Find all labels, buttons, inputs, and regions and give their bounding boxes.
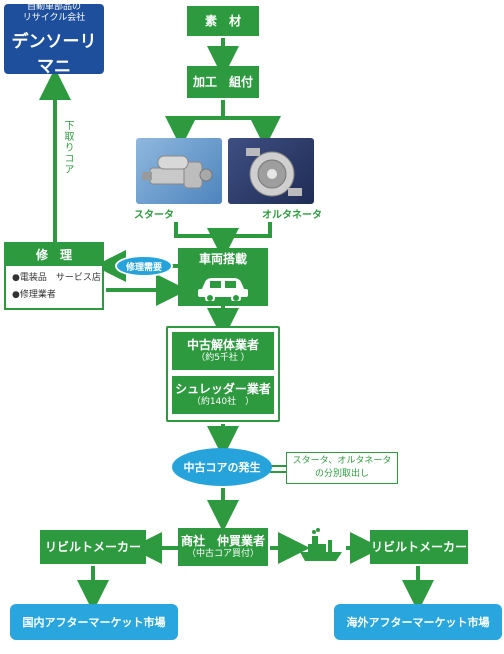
trader-box: 商社 仲買業者 （中古コア買付） — [178, 528, 268, 566]
car-icon — [198, 278, 248, 301]
domestic-aftermarket: 国内アフターマーケット市場 — [10, 604, 178, 640]
starter-label: スタータ — [134, 210, 174, 221]
alternator-label: オルタネータ — [262, 210, 322, 221]
material-box: 素 材 — [187, 6, 259, 36]
alternator-photo — [228, 138, 314, 204]
repair-box: 修 理 ●電装品 サービス店 ●修理業者 — [4, 242, 104, 310]
repair-item-service-shop: ●電装品 サービス店 — [12, 273, 101, 283]
dismantler-count: （約5千社 ） — [196, 352, 250, 363]
denso-remani-logo: 自動車部品の リサイクル会社 デンソーリマニ — [4, 1, 104, 77]
tradein-label: 下取りコア — [62, 120, 73, 175]
trader-label: 商社 仲買業者 — [180, 533, 265, 548]
repair-title: 修 理 — [6, 244, 102, 266]
starter-photo — [136, 138, 222, 204]
repair-need-oval: 修理需要 — [115, 255, 173, 277]
trader-sub: （中古コア買付） — [186, 548, 259, 559]
logo-line1: 自動車部品の — [26, 1, 81, 12]
processing-box: 加工 組付 — [187, 66, 259, 98]
separation-note-line2: の分別取出し — [314, 469, 369, 479]
separation-note-line1: スタータ、オルタネータ — [292, 456, 392, 466]
dismantler-shredder-group: 中古解体業者 （約5千社 ） シュレッダー業者 （約140社 ） — [166, 326, 280, 422]
repair-item-repairer: ●修理業者 — [12, 290, 56, 300]
starter-icon — [142, 155, 213, 189]
vehicle-box: 車両搭載 — [178, 248, 268, 306]
shredder-label: シュレッダー業者 — [175, 381, 271, 396]
logo-line2: リサイクル会社 — [22, 12, 86, 23]
alternator-icon — [246, 148, 302, 197]
ship-icon — [298, 528, 344, 564]
shredder-count: （約140社 ） — [191, 396, 255, 407]
shredder-box: シュレッダー業者 （約140社 ） — [172, 376, 274, 414]
vehicle-label: 車両搭載 — [198, 252, 247, 266]
dismantler-box: 中古解体業者 （約5千社 ） — [172, 332, 274, 370]
rebuilt-maker-right: リビルトメーカー — [370, 530, 468, 564]
rebuilt-maker-left: リビルトメーカー — [40, 530, 146, 564]
separation-note: スタータ、オルタネータ の分別取出し — [286, 452, 398, 484]
overseas-aftermarket: 海外アフターマーケット市場 — [334, 604, 502, 640]
core-occurrence-oval: 中古コアの発生 — [172, 448, 272, 486]
dismantler-label: 中古解体業者 — [186, 337, 259, 352]
logo-company-name: デンソーリマニ — [11, 31, 97, 77]
